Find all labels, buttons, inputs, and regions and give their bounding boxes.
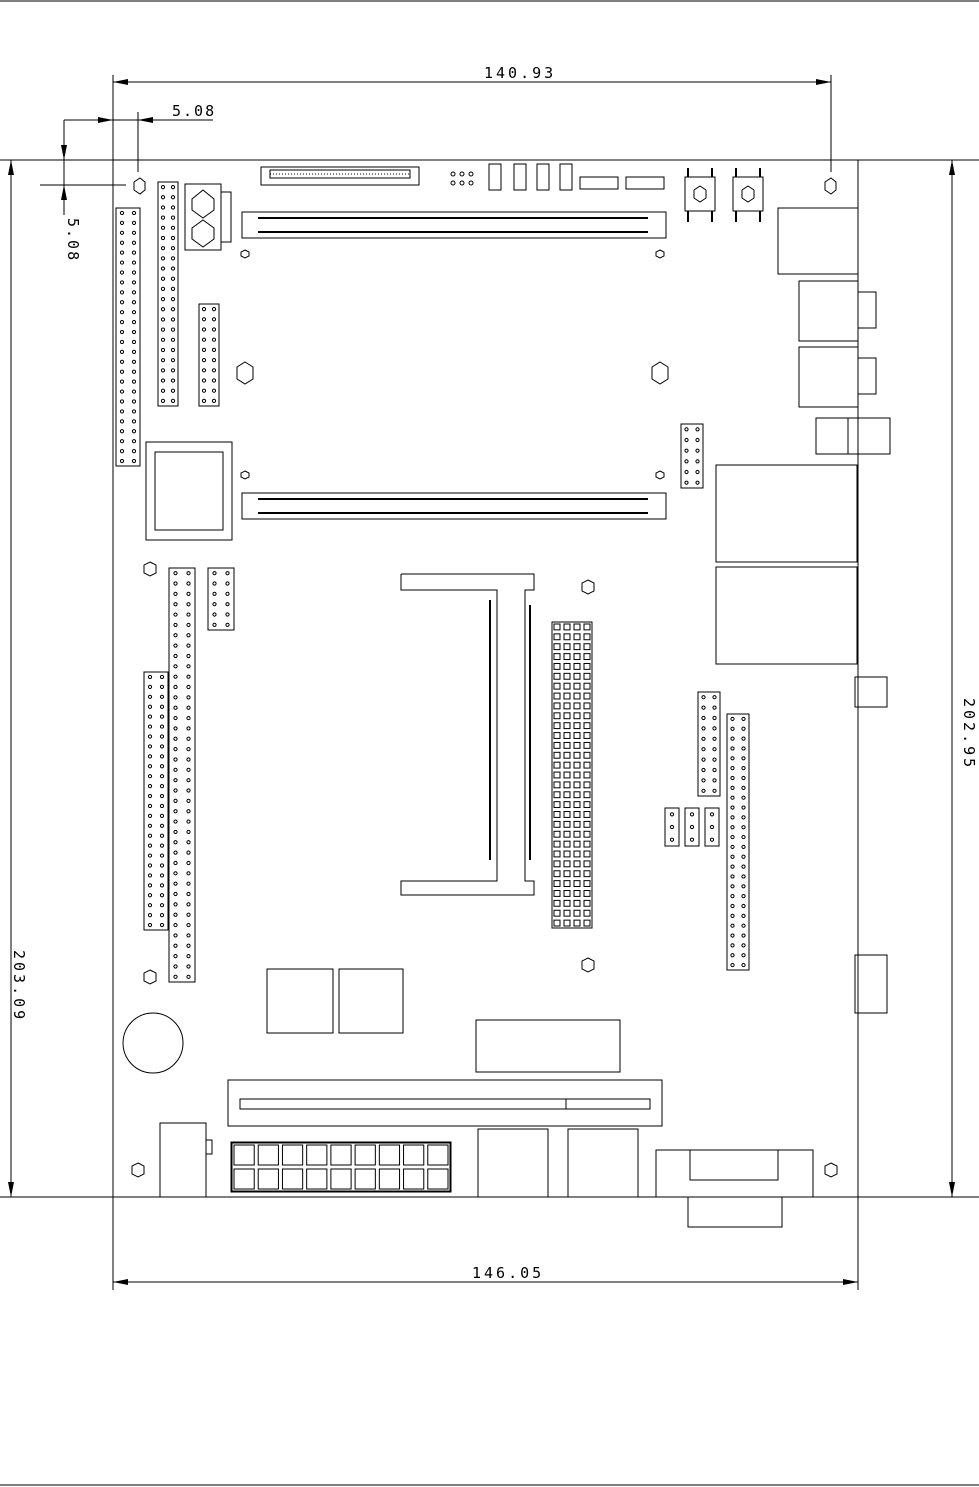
dim-left-height-label: 203.09	[10, 950, 28, 1022]
power-connector-pins	[232, 1143, 450, 1191]
memory-slots	[242, 212, 666, 519]
dim-hole-offset-y-label: 5.08	[64, 218, 82, 262]
header-left-pci	[144, 672, 168, 930]
header-mid-right	[681, 424, 703, 488]
dim-top-width: 140.93	[113, 64, 831, 85]
bga-grid	[552, 622, 592, 928]
right-io-connectors	[716, 208, 890, 1013]
top-fpc-connector	[261, 167, 419, 185]
top-jumpers	[451, 164, 664, 190]
dim-hole-offset-x-label: 5.08	[172, 102, 216, 120]
dim-right-height: 202.95	[949, 160, 978, 1197]
dim-bottom-width-label: 146.05	[472, 1264, 544, 1282]
jumper-c	[705, 808, 719, 846]
mounting-holes	[132, 178, 837, 1177]
header-right-1	[698, 692, 720, 796]
jumper-b	[685, 808, 699, 846]
board-outline	[113, 160, 858, 1197]
bottom-components	[123, 969, 813, 1227]
header-small	[208, 568, 234, 630]
header-left-ide	[116, 208, 140, 466]
sodimm-socket	[401, 574, 534, 895]
dim-left-height: 203.09	[8, 160, 28, 1197]
dim-bottom-width: 146.05	[113, 1264, 858, 1285]
push-buttons	[685, 168, 763, 222]
pin-headers	[116, 182, 749, 1191]
dim-right-height-label: 202.95	[960, 698, 978, 770]
header-left-2	[158, 182, 178, 406]
dim-top-width-label: 140.93	[484, 64, 556, 82]
header-left-long	[169, 568, 195, 982]
header-right-2	[727, 714, 749, 970]
jumper-a	[665, 808, 679, 846]
header-left-3	[199, 304, 219, 406]
